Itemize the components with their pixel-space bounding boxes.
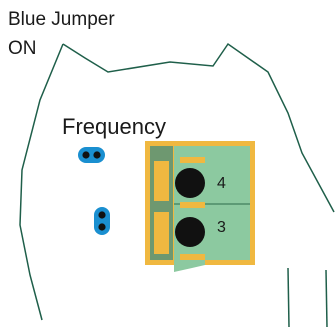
terminal-3-screw <box>175 217 205 247</box>
board-outline-right <box>325 269 328 327</box>
jumper-horizontal <box>78 147 105 163</box>
terminal-4-screw <box>175 168 205 198</box>
board-outline-top <box>62 42 335 213</box>
terminal-number-3: 3 <box>217 219 226 236</box>
board-outline-left <box>19 43 64 321</box>
frequency-label: Frequency <box>62 114 166 139</box>
jumper-label-line1: Blue Jumper <box>8 9 115 30</box>
board-outline-bottom <box>287 267 290 327</box>
terminal-block <box>145 141 255 272</box>
jumper-vertical <box>94 207 110 235</box>
terminal-number-4: 4 <box>217 175 226 192</box>
jumper-label-line2: ON <box>8 38 37 59</box>
